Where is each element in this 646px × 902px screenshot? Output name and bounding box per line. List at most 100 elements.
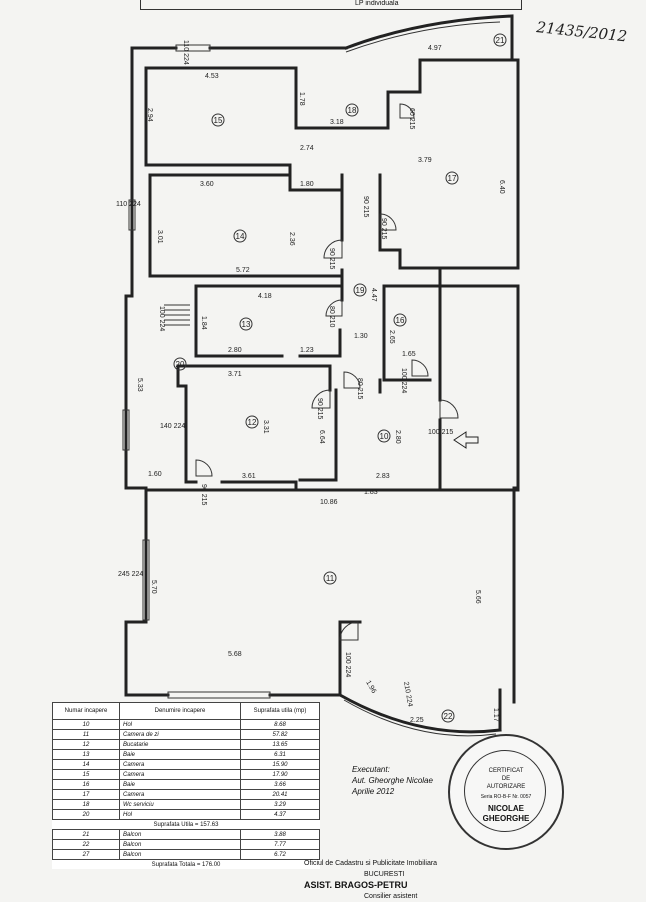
cell-number: 14 — [52, 759, 120, 770]
room-number-circle — [345, 103, 359, 117]
opening-label: 140 224 — [160, 423, 185, 430]
dim-label: 5.68 — [228, 651, 242, 658]
room-number-19: 19 — [356, 286, 365, 295]
room-number-22: 22 — [444, 712, 453, 721]
room-number-circle — [245, 415, 259, 429]
opening-label: 210 224 — [402, 681, 413, 707]
cell-area: 4.37 — [240, 809, 320, 820]
dim-label: 1.78 — [298, 92, 305, 106]
dim-label: 5.66 — [474, 590, 481, 604]
dim-label: 4.97 — [428, 45, 442, 52]
dim-label: 1.30 — [354, 333, 368, 340]
dim-label: 3.71 — [228, 371, 242, 378]
col-header-area: Suprafata utila (mp) — [240, 702, 320, 720]
room-number-13: 13 — [242, 320, 251, 329]
dim-label: 2.80 — [394, 430, 401, 444]
room-number-12: 12 — [248, 418, 257, 427]
stamp-line: DE — [501, 776, 511, 782]
dim-label: 1.65 — [402, 351, 416, 358]
dim-label: 4.53 — [205, 73, 219, 80]
dim-label: 1.83 — [364, 489, 378, 496]
cell-number: 10 — [52, 719, 120, 730]
dim-label: 10.86 — [320, 499, 338, 506]
cell-number: 18 — [52, 799, 120, 810]
dim-label: 5.72 — [236, 267, 250, 274]
stairs-icon — [164, 304, 190, 326]
door-swings — [195, 103, 459, 641]
room-number-21: 21 — [496, 36, 505, 45]
opening-label: 90 215 — [362, 196, 369, 218]
room-number-circle — [441, 709, 455, 723]
room-number-circle — [445, 171, 459, 185]
col-header-number: Numar incapere — [52, 702, 120, 720]
dim-label: 6.40 — [498, 180, 505, 194]
footer-line: Consilier asistent — [364, 893, 418, 900]
room-number-circle — [353, 283, 367, 297]
stamp-line: NICOLAE — [488, 804, 524, 813]
room-number-20: 20 — [176, 360, 185, 369]
footer-line: Oficiul de Cadastru si Publicitate Imobi… — [304, 860, 438, 867]
opening-label: 90 215 — [380, 218, 387, 240]
cell-name: Balcon — [119, 849, 241, 860]
dim-label: 1.84 — [200, 316, 207, 330]
room-schedule-table: Numar incapere Denumire incapere Suprafa… — [52, 702, 320, 869]
room-number-circle — [173, 357, 187, 371]
opening-label: 100 224 — [158, 306, 165, 331]
summary-cell: Suprafata Totala = 176.00 — [151, 861, 221, 868]
footer-line: ASIST. BRAGOS-PETRU — [304, 880, 408, 890]
executant-date: Aprilie 2012 — [352, 787, 395, 796]
cell-number: 22 — [52, 839, 120, 850]
room-number-16: 16 — [396, 316, 405, 325]
dim-label: 1.23 — [300, 347, 314, 354]
cell-area: 15.90 — [240, 759, 320, 770]
cell-name: Hol — [119, 719, 241, 730]
room-number-circle — [233, 229, 247, 243]
room-number-14: 14 — [236, 232, 245, 241]
dim-label: 3.18 — [330, 119, 344, 126]
top-strip-right-text: LP individuala — [355, 0, 399, 7]
dim-label: 5.70 — [150, 580, 157, 594]
room-number-circle — [493, 33, 507, 47]
cell-name: Bucatarie — [119, 739, 241, 750]
authorization-stamp: CERTIFICAT DE AUTORIZARE Seria RO-B-F Nr… — [448, 734, 564, 850]
opening-label: 110 224 — [116, 201, 141, 208]
dim-label: 1.60 — [148, 471, 162, 478]
cell-area: 6.72 — [240, 849, 320, 860]
opening-labels: 110 224 110 224 60 215 90 215 90 215 90 … — [116, 40, 453, 707]
footer-line: BUCURESTI — [364, 871, 405, 878]
cell-area: 13.65 — [240, 739, 320, 750]
executant-name: Aut. Gheorghe Nicolae — [352, 776, 433, 785]
cell-area: 57.82 — [240, 729, 320, 740]
cell-name: Baie — [119, 749, 241, 760]
cell-number: 27 — [52, 849, 120, 860]
executant-block: Executant: Aut. Gheorghe Nicolae Aprilie… — [352, 764, 433, 797]
dim-label: 6.64 — [318, 430, 325, 444]
entrance-arrow-icon — [453, 431, 479, 449]
stamp-inner-ring — [464, 750, 546, 832]
dim-label: 4.18 — [258, 293, 272, 300]
opening-label: 90 215 — [328, 248, 335, 270]
cell-area: 3.29 — [240, 799, 320, 810]
cell-number: 16 — [52, 779, 120, 790]
table-header-row: Numar incapere Denumire incapere Suprafa… — [52, 702, 320, 720]
dim-label: 3.31 — [262, 420, 269, 434]
cell-name: Camera — [119, 759, 241, 770]
dim-label: 1.80 — [300, 181, 314, 188]
dim-label: 3.01 — [156, 230, 163, 244]
cell-number: 20 — [52, 809, 120, 820]
dim-label: 2.25 — [410, 717, 424, 724]
room-number-circle — [377, 429, 391, 443]
cell-number: 13 — [52, 749, 120, 760]
opening-label: 110 224 — [182, 40, 189, 65]
